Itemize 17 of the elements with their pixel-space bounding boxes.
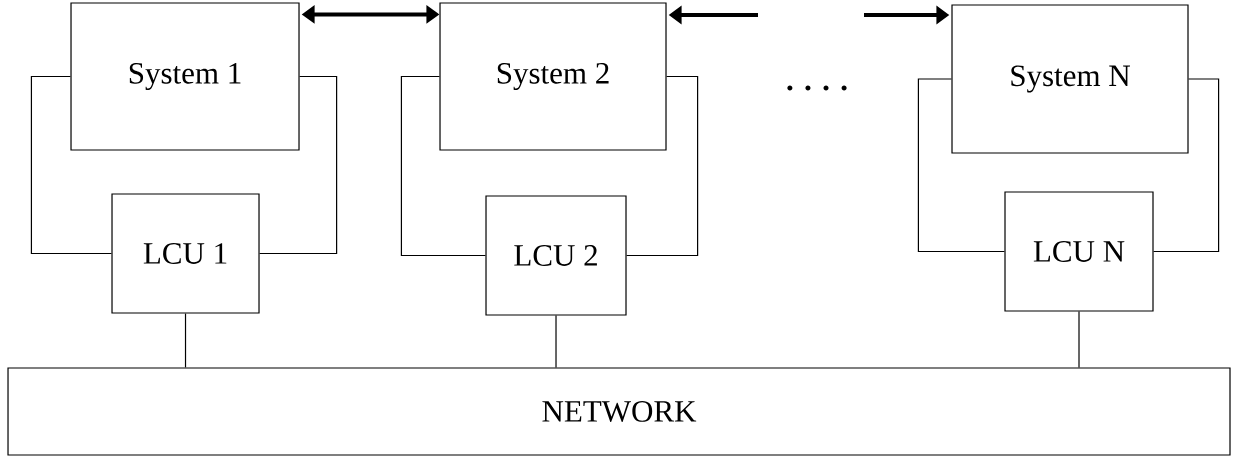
connector-line [626, 75, 699, 257]
connector-line [1078, 311, 1080, 368]
lcu-box: LCU N [1004, 191, 1154, 312]
connector-line [30, 75, 112, 255]
connector-line [259, 75, 338, 255]
system-box: System N [951, 4, 1189, 154]
system-box: System 1 [70, 2, 300, 151]
connector-line [917, 78, 1005, 253]
lcu-box: LCU 1 [111, 193, 260, 314]
lcu-box: LCU 2 [485, 195, 627, 316]
ellipsis-label: . . . . [787, 85, 847, 91]
connector-line [184, 313, 187, 368]
connector-line [400, 75, 486, 257]
network-bar: NETWORK [7, 367, 1231, 456]
connector-line [555, 315, 557, 368]
connector-line [1153, 78, 1220, 253]
system-box: System 2 [439, 2, 667, 151]
